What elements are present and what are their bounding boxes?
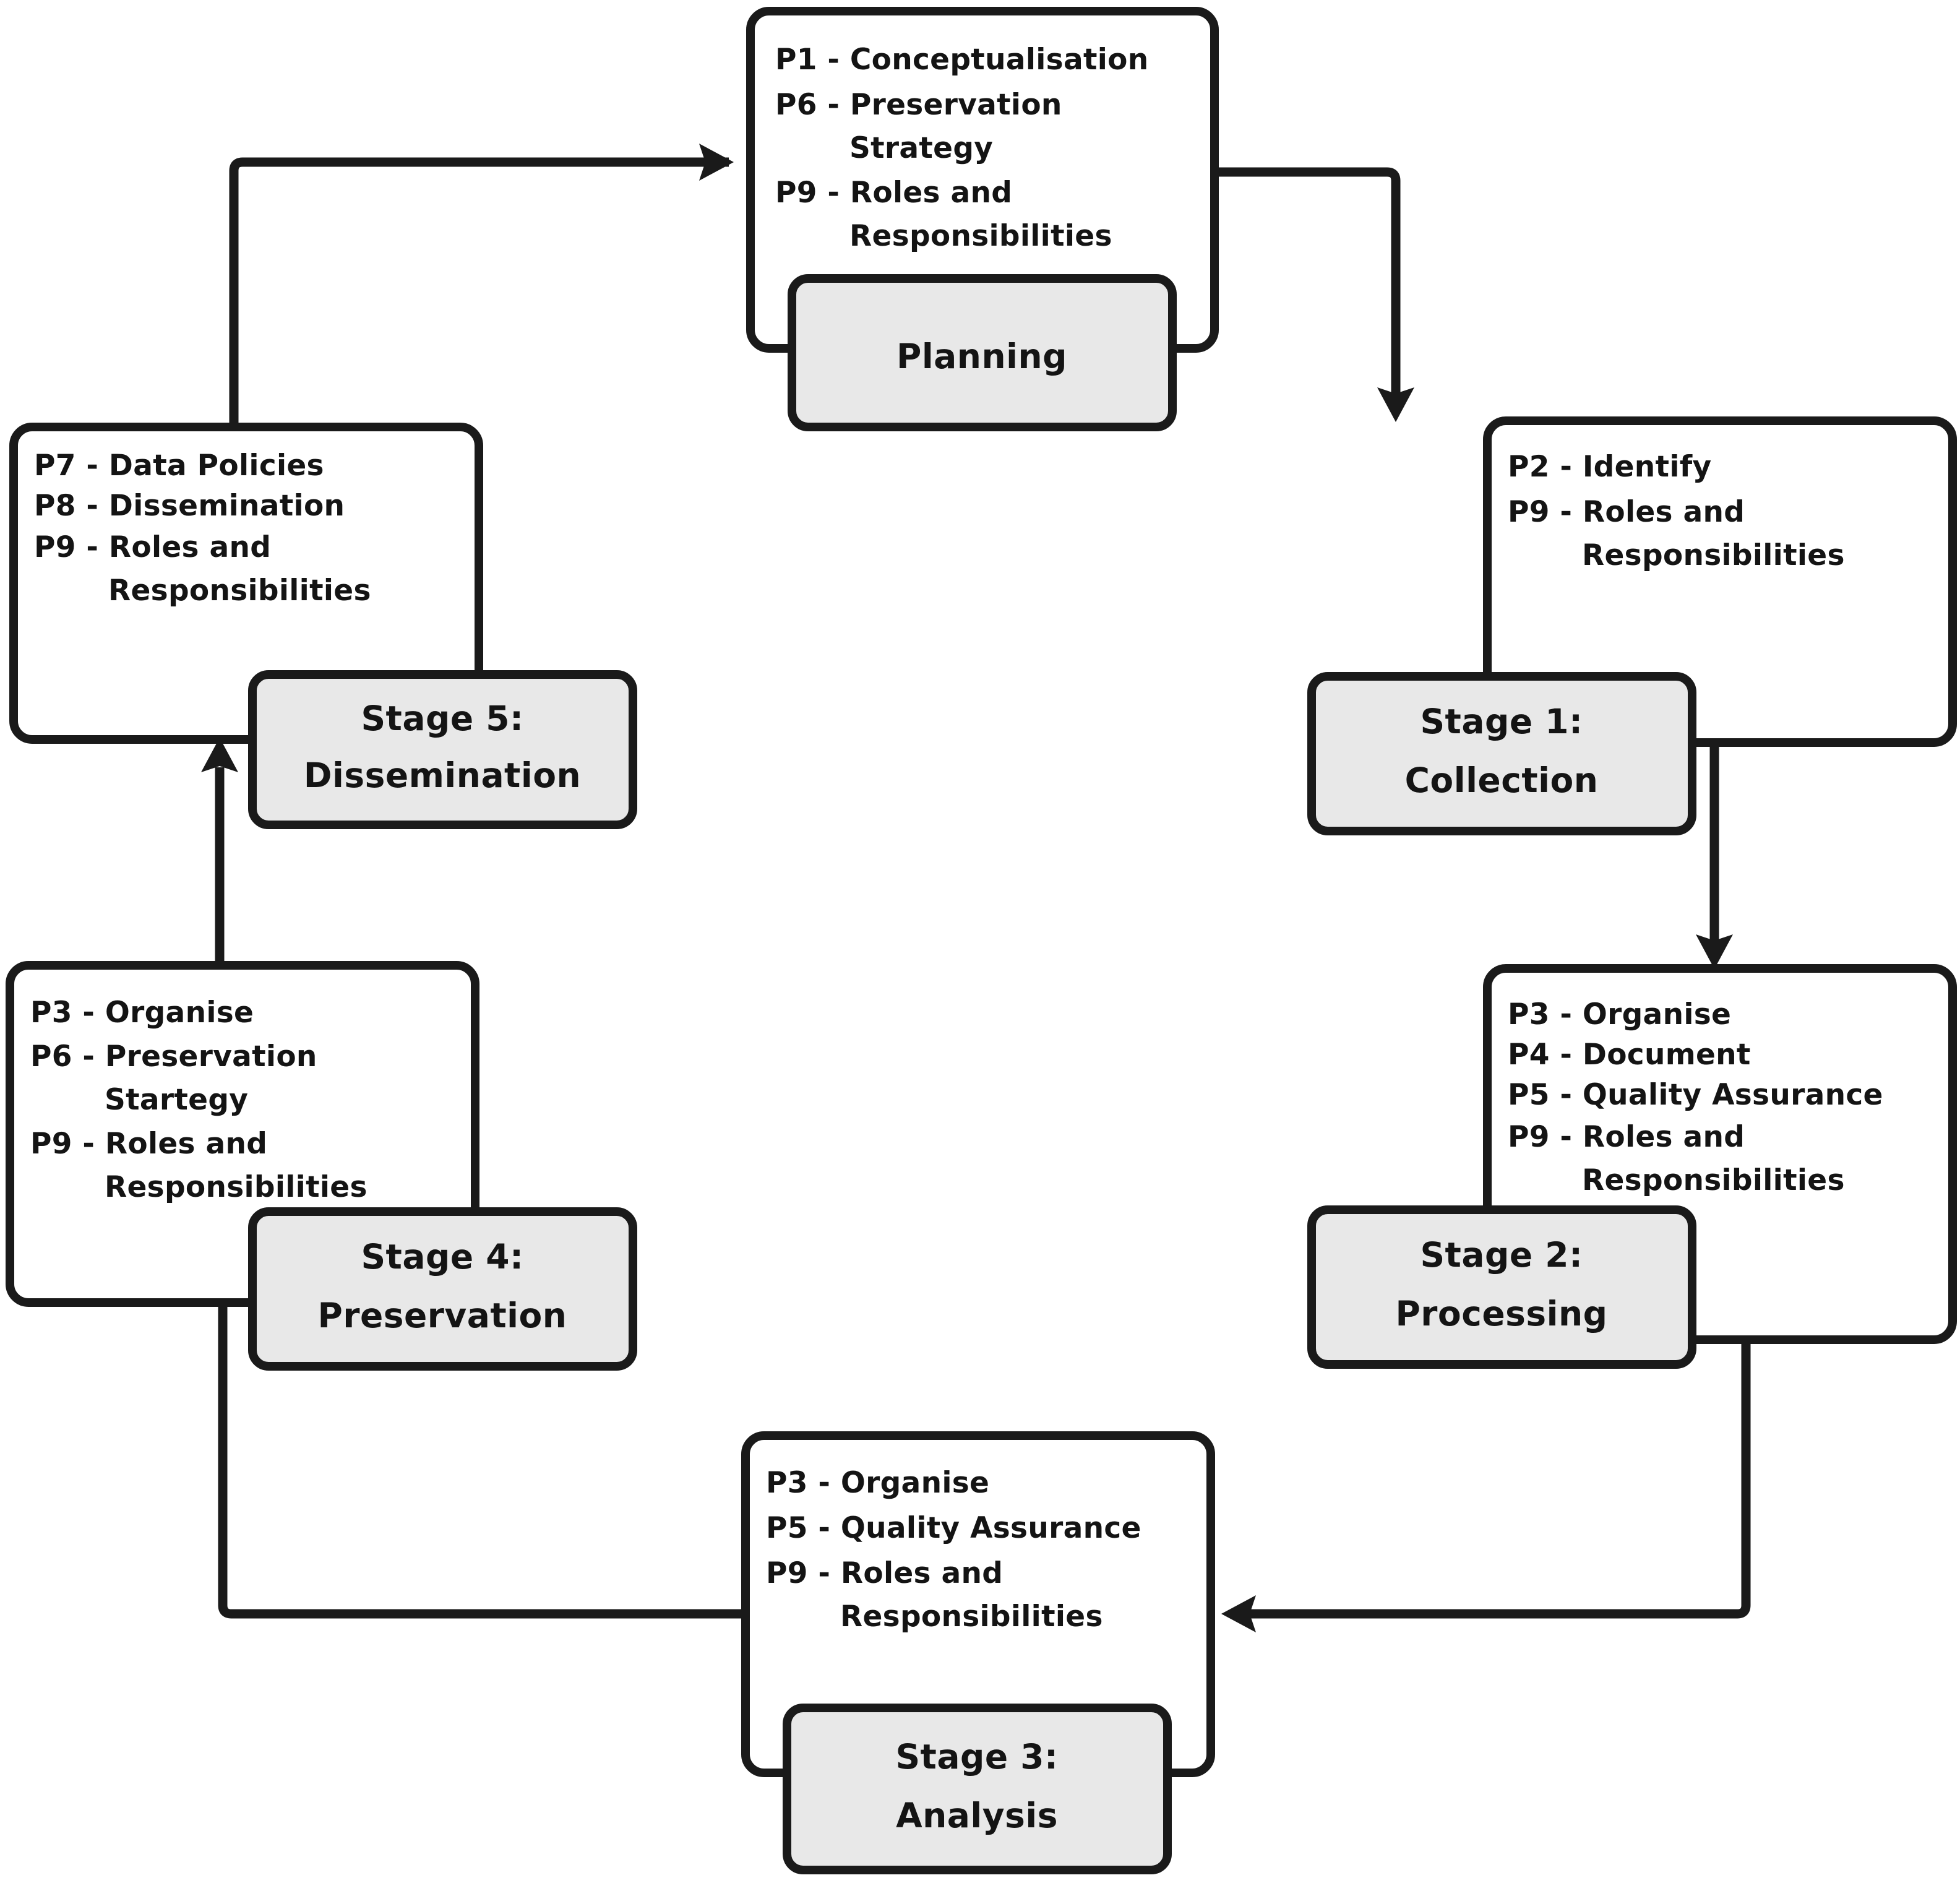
arrow-head-icon bbox=[201, 738, 238, 772]
stage4-item-1-line2: Startegy bbox=[105, 1083, 248, 1117]
stage1-stage-label-line1: Stage 1: bbox=[1420, 702, 1583, 741]
stage5-card bbox=[9, 423, 483, 744]
stage3-stage-label-line2: Analysis bbox=[896, 1796, 1058, 1835]
arrow-head-icon bbox=[1377, 387, 1414, 422]
stage5-stage-box[interactable] bbox=[248, 670, 637, 829]
arrow-head-icon bbox=[699, 144, 734, 181]
planning-item-1-line2: Strategy bbox=[849, 131, 993, 165]
stage1-item-1-line2: Responsibilities bbox=[1582, 538, 1845, 572]
node-planning[interactable]: P1 - Conceptualisation P6 - Preservation… bbox=[746, 7, 1219, 431]
arrow-head-icon bbox=[1696, 934, 1733, 969]
stage3-item-2-line1: P9 - Roles and bbox=[766, 1556, 1003, 1590]
stage4-stage-label-line1: Stage 4: bbox=[361, 1237, 523, 1277]
stage4-stage-box[interactable] bbox=[248, 1207, 637, 1371]
stage3-item-1-line1: P5 - Quality Assurance bbox=[766, 1511, 1141, 1545]
node-stage1[interactable]: P2 - Identify P9 - Roles and Responsibil… bbox=[1307, 416, 1957, 835]
stage3-stage-label-line1: Stage 3: bbox=[895, 1737, 1058, 1777]
stage4-item-2-line2: Responsibilities bbox=[105, 1170, 368, 1204]
stage1-item-1-line1: P9 - Roles and bbox=[1508, 495, 1745, 529]
stage1-stage-box[interactable] bbox=[1307, 672, 1696, 835]
stage5-stage-label-line2: Dissemination bbox=[304, 756, 581, 795]
edge-stage5-to-planning bbox=[229, 144, 734, 427]
stage5-item-0-line1: P7 - Data Policies bbox=[34, 449, 324, 483]
edge-line bbox=[218, 1302, 746, 1619]
edge-stage4-to-stage5 bbox=[201, 738, 238, 965]
node-stage5[interactable]: P7 - Data Policies P8 - Dissemination P9… bbox=[9, 423, 637, 829]
stage5-item-1-line1: P8 - Dissemination bbox=[34, 489, 345, 523]
stage5-stage-label-line1: Stage 5: bbox=[361, 699, 523, 738]
stage1-card bbox=[1483, 416, 1957, 747]
stage4-stage-label-line2: Preservation bbox=[318, 1296, 567, 1335]
stage5-item-2-line1: P9 - Roles and bbox=[34, 530, 271, 564]
stage1-stage-label-line2: Collection bbox=[1405, 761, 1599, 800]
stage2-item-1-line1: P4 - Document bbox=[1508, 1038, 1751, 1072]
planning-item-2-line1: P9 - Roles and bbox=[775, 176, 1012, 210]
stage4-item-0-line1: P3 - Organise bbox=[30, 996, 254, 1030]
node-stage4[interactable]: P3 - Organise P6 - Preservation Startegy… bbox=[6, 961, 637, 1371]
stage2-item-3-line2: Responsibilities bbox=[1582, 1163, 1845, 1197]
stage2-stage-box[interactable] bbox=[1307, 1205, 1696, 1369]
node-stage3[interactable]: P3 - Organise P5 - Quality Assurance P9 … bbox=[741, 1431, 1215, 1874]
stage3-item-2-line2: Responsibilities bbox=[840, 1600, 1103, 1634]
stage4-item-1-line1: P6 - Preservation bbox=[30, 1040, 317, 1074]
stage3-item-0-line1: P3 - Organise bbox=[766, 1466, 989, 1500]
stage2-stage-label-line1: Stage 2: bbox=[1420, 1235, 1583, 1275]
edge-stage1-to-stage2 bbox=[1696, 741, 1733, 969]
edge-line bbox=[229, 157, 729, 427]
edge-planning-to-stage1 bbox=[1214, 167, 1414, 422]
edge-line bbox=[1214, 167, 1401, 396]
stage2-item-3-line1: P9 - Roles and bbox=[1508, 1120, 1745, 1154]
stage2-item-0-line1: P3 - Organise bbox=[1508, 998, 1731, 1032]
planning-item-1-line1: P6 - Preservation bbox=[775, 88, 1062, 122]
node-stage2[interactable]: P3 - Organise P4 - Document P5 - Quality… bbox=[1307, 964, 1957, 1369]
stage4-item-2-line1: P9 - Roles and bbox=[30, 1127, 267, 1161]
stage3-stage-box[interactable] bbox=[783, 1704, 1172, 1874]
stage2-item-2-line1: P5 - Quality Assurance bbox=[1508, 1078, 1883, 1112]
stage5-item-2-line2: Responsibilities bbox=[108, 574, 371, 608]
planning-item-2-line2: Responsibilities bbox=[849, 219, 1112, 253]
planning-item-0-line1: P1 - Conceptualisation bbox=[775, 43, 1149, 77]
stage1-item-0-line1: P2 - Identify bbox=[1508, 450, 1711, 484]
planning-stage-box[interactable] bbox=[788, 274, 1177, 431]
planning-stage-label-line1: Planning bbox=[896, 337, 1067, 376]
stage2-stage-label-line2: Processing bbox=[1396, 1294, 1608, 1334]
arrow-head-icon bbox=[1221, 1595, 1256, 1632]
